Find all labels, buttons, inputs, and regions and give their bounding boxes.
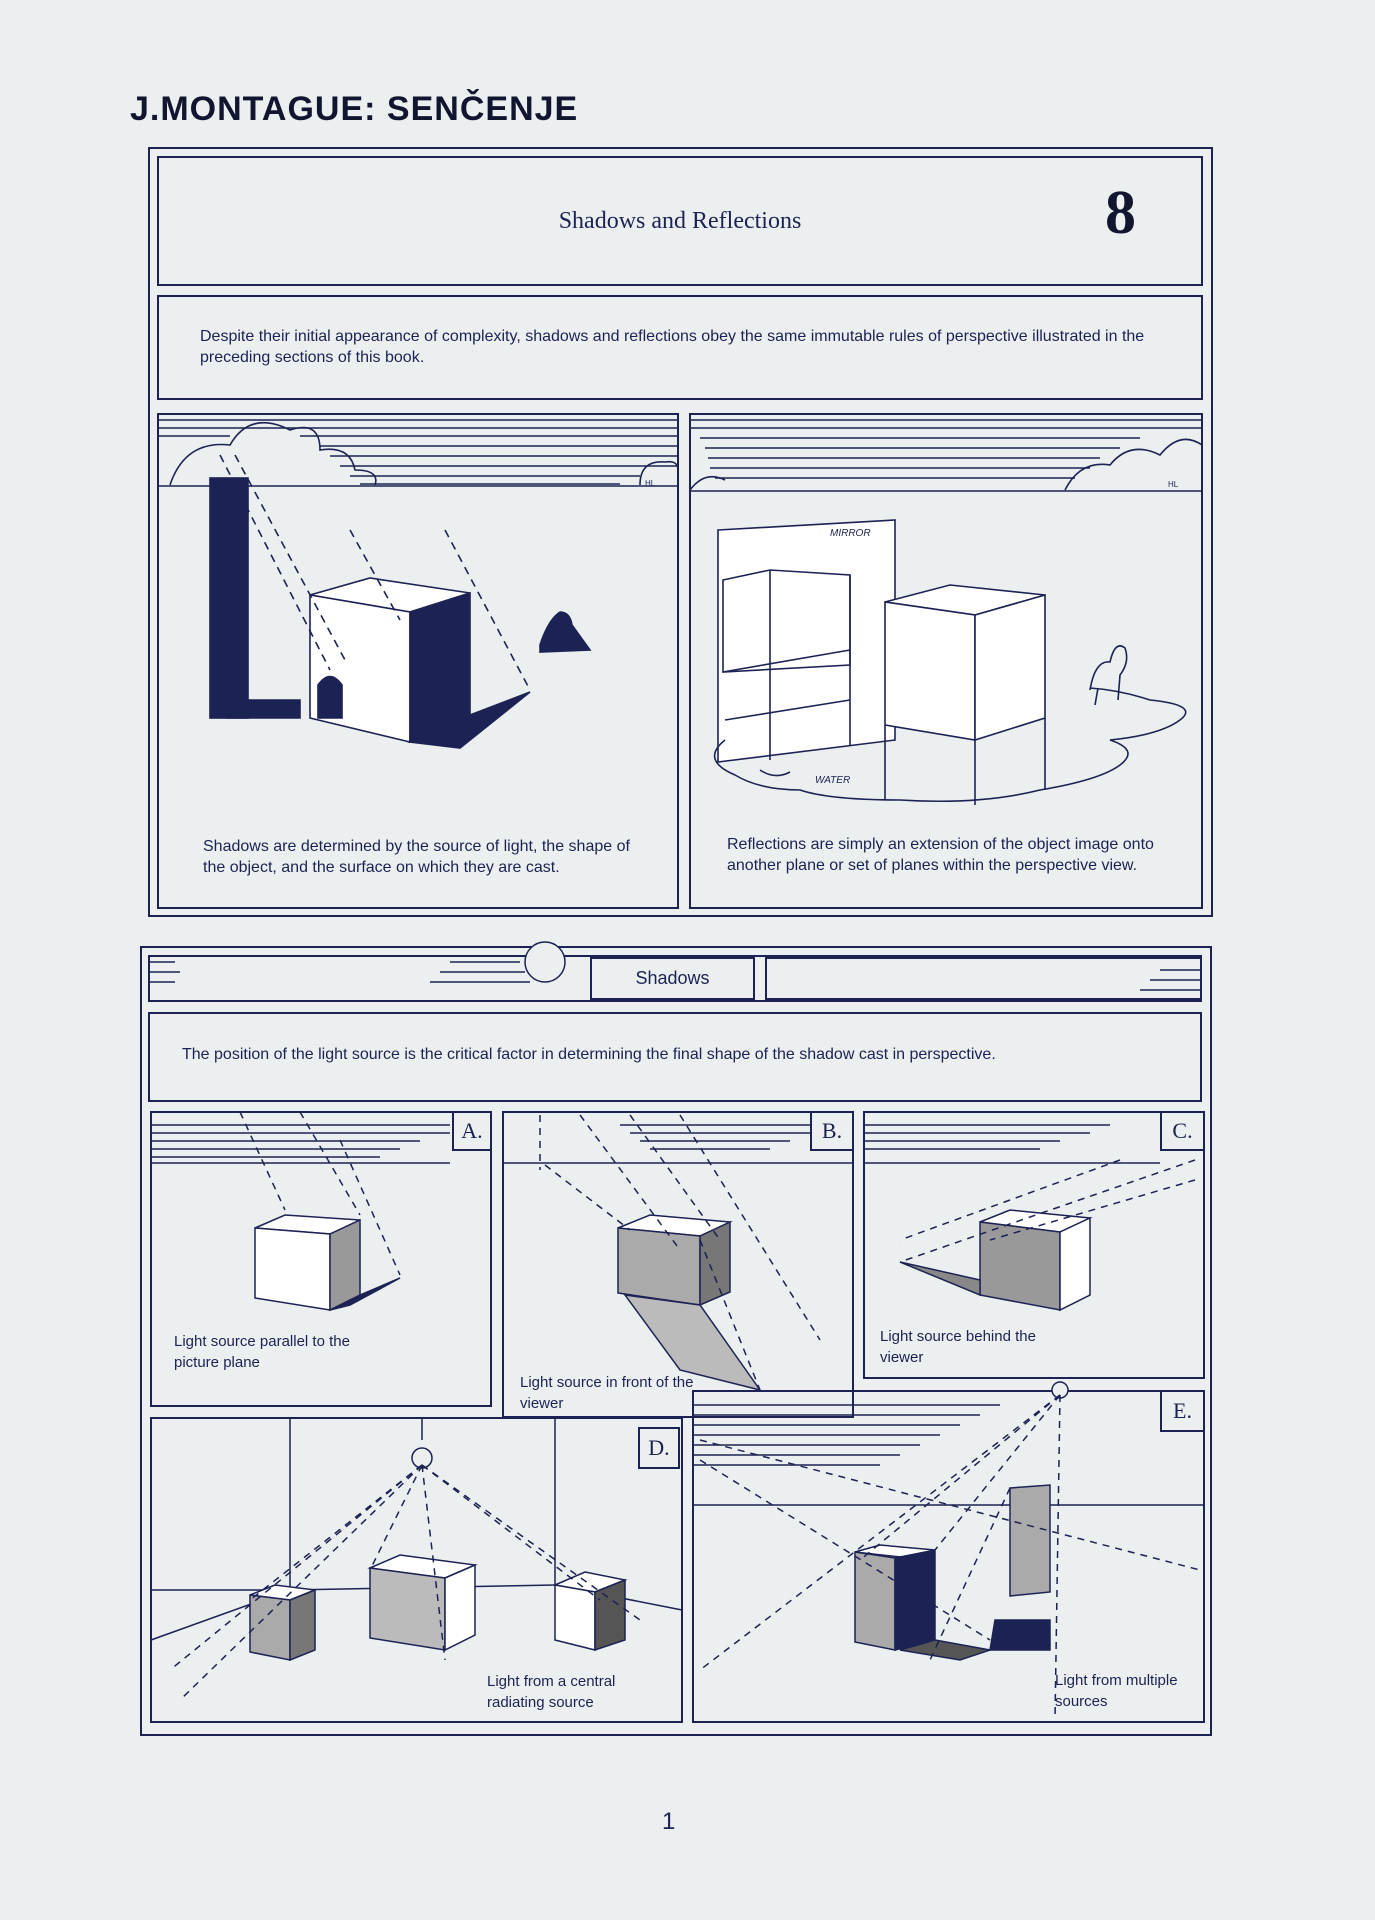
panel-e xyxy=(692,1390,1205,1723)
reflections-illustration-panel xyxy=(689,413,1203,909)
shadows-caption: Shadows are determined by the source of … xyxy=(203,838,630,876)
panel-d xyxy=(150,1417,683,1723)
cube-shadow xyxy=(407,691,531,749)
tall-column xyxy=(209,477,249,719)
cloud-left xyxy=(169,421,377,486)
shadows-intro: The position of the light source is the … xyxy=(182,1046,996,1063)
column-shadow xyxy=(225,699,301,719)
panel-b-letter-box xyxy=(810,1111,854,1151)
shadows-intro-panel xyxy=(148,1012,1202,1102)
sun-icon xyxy=(524,941,566,983)
panel-d-letter-box xyxy=(638,1427,680,1469)
reflections-caption: Reflections are simply an extension of t… xyxy=(727,836,1154,874)
hl-label-right: HL xyxy=(1168,480,1179,489)
shadows-title-box xyxy=(590,957,755,1000)
section-title: Shadows and Reflections xyxy=(558,208,802,234)
panel-b-cube-front xyxy=(617,1227,701,1306)
panel-d-letter: D. xyxy=(648,1435,670,1460)
sky-lines-right xyxy=(690,419,1202,479)
panel-c xyxy=(863,1111,1205,1379)
chapter-number: 8 xyxy=(1105,179,1136,247)
section-intro: Despite their initial appearance of comp… xyxy=(200,328,1145,366)
shadows-title-right-box xyxy=(765,957,1202,1000)
panel-a-art xyxy=(151,1111,450,1312)
panel-c-art xyxy=(864,1124,1196,1312)
cloud-right xyxy=(1064,438,1203,491)
section-shadows-reflections xyxy=(148,147,1213,917)
panel-c-letter: C. xyxy=(1172,1118,1193,1143)
panel-e-caption: Light from multiple sources xyxy=(1055,1672,1178,1710)
panel-e-art xyxy=(693,1381,1204,1721)
panel-d-caption: Light from a central radiating source xyxy=(487,1673,616,1711)
panel-e-letter-box xyxy=(1160,1390,1205,1432)
title-panel xyxy=(157,156,1203,286)
cloud-right-small xyxy=(689,475,726,491)
intro-panel xyxy=(157,295,1203,400)
mirror-label: MIRROR xyxy=(830,528,871,539)
water-outline xyxy=(713,687,1187,803)
panel-a xyxy=(150,1111,492,1407)
shadows-title: Shadows xyxy=(635,968,710,988)
seated-figure xyxy=(539,611,592,653)
page-number: 1 xyxy=(662,1808,676,1835)
panel-a-caption: Light source parallel to the picture pla… xyxy=(174,1333,350,1371)
water-label: WATER xyxy=(815,775,850,786)
cloud-left-small xyxy=(639,460,679,486)
panel-a-letter: A. xyxy=(461,1118,483,1143)
panel-b-caption: Light source in front of the viewer xyxy=(520,1374,694,1412)
panel-d-art xyxy=(150,1418,683,1701)
arch-shadow xyxy=(317,675,343,719)
panel-b-shadow xyxy=(623,1294,762,1392)
section-shadows xyxy=(140,946,1212,1736)
page-header-title: J.MONTAGUE: SENČENJE xyxy=(130,90,579,128)
panel-c-letter-box xyxy=(1160,1111,1205,1151)
panel-c-caption: Light source behind the viewer xyxy=(880,1328,1036,1366)
panel-e-letter: E. xyxy=(1173,1398,1192,1423)
dog-figure xyxy=(1089,645,1128,706)
panel-b-letter: B. xyxy=(821,1118,843,1143)
hl-label-left: HL xyxy=(645,479,656,488)
shadows-illustration-panel xyxy=(157,413,679,909)
panel-a-letter-box xyxy=(452,1111,492,1151)
panel-b-art xyxy=(503,1114,853,1392)
